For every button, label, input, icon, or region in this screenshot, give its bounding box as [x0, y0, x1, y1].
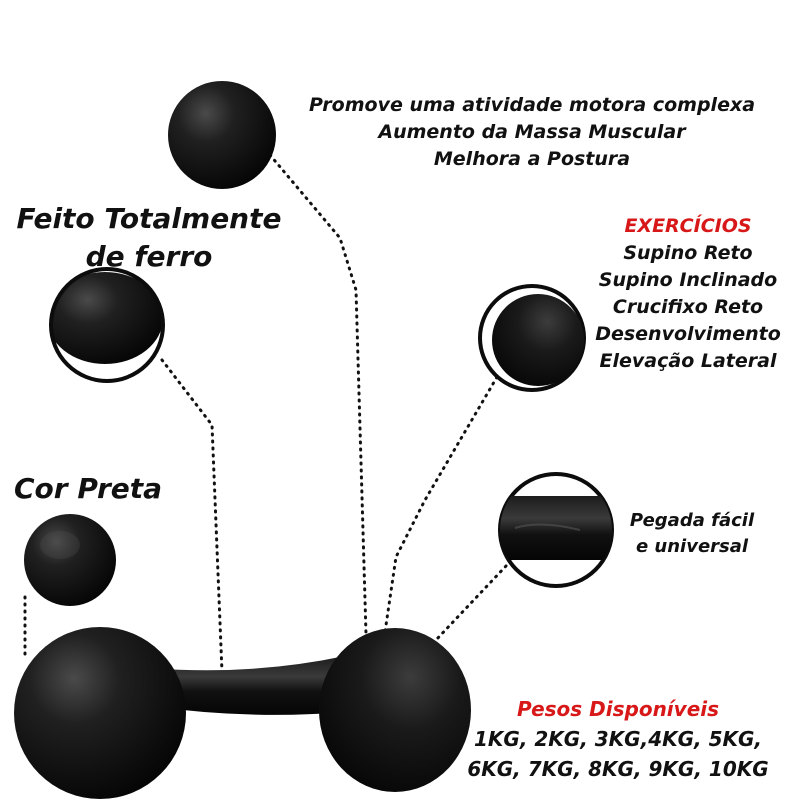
- material-line: Feito Totalmente: [16, 202, 282, 235]
- grip-line: Pegada fácil: [629, 510, 755, 531]
- benefit-line: Melhora a Postura: [433, 148, 631, 170]
- zoom-circle-ball-top: [168, 81, 276, 189]
- connector-iron: [160, 358, 224, 674]
- benefits-text: Promove uma atividade motora complexa Au…: [282, 92, 782, 173]
- exercise-item: Crucifixo Reto: [612, 296, 764, 318]
- weights-line: 1KG, 2KG, 3KG,4KG, 5KG,: [473, 727, 763, 751]
- exercise-item: Supino Inclinado: [598, 269, 778, 291]
- weights-line: 6KG, 7KG, 8KG, 9KG, 10KG: [467, 757, 769, 781]
- grip-line: e universal: [635, 536, 749, 557]
- weights-block: Pesos Disponíveis 1KG, 2KG, 3KG,4KG, 5KG…: [448, 694, 788, 784]
- exercises-heading: EXERCÍCIOS: [624, 215, 752, 237]
- exercise-item: Supino Reto: [623, 242, 753, 264]
- exercises-list: EXERCÍCIOS Supino Reto Supino Inclinado …: [588, 213, 788, 375]
- connector-handle: [434, 564, 508, 642]
- zoom-circle-handle: [498, 472, 614, 588]
- exercise-item: Desenvolvimento: [595, 323, 781, 345]
- zoom-circle-color: [24, 514, 116, 606]
- benefit-line: Promove uma atividade motora complexa: [308, 94, 756, 116]
- weights-heading: Pesos Disponíveis: [516, 697, 720, 721]
- exercise-item: Elevação Lateral: [599, 350, 777, 372]
- connector-lines: [23, 153, 508, 674]
- benefit-line: Aumento da Massa Muscular: [378, 121, 686, 143]
- material-text: Feito Totalmente de ferro: [4, 200, 294, 276]
- connector-top-ball: [268, 153, 368, 636]
- zoom-circle-ball-right: [478, 284, 586, 392]
- zoom-circle-iron: [49, 267, 165, 383]
- dumbbell: [14, 627, 471, 799]
- grip-text: Pegada fácil e universal: [612, 508, 772, 560]
- connector-right-ball: [383, 375, 499, 634]
- material-line: de ferro: [85, 240, 213, 273]
- color-label: Cor Preta: [14, 472, 163, 505]
